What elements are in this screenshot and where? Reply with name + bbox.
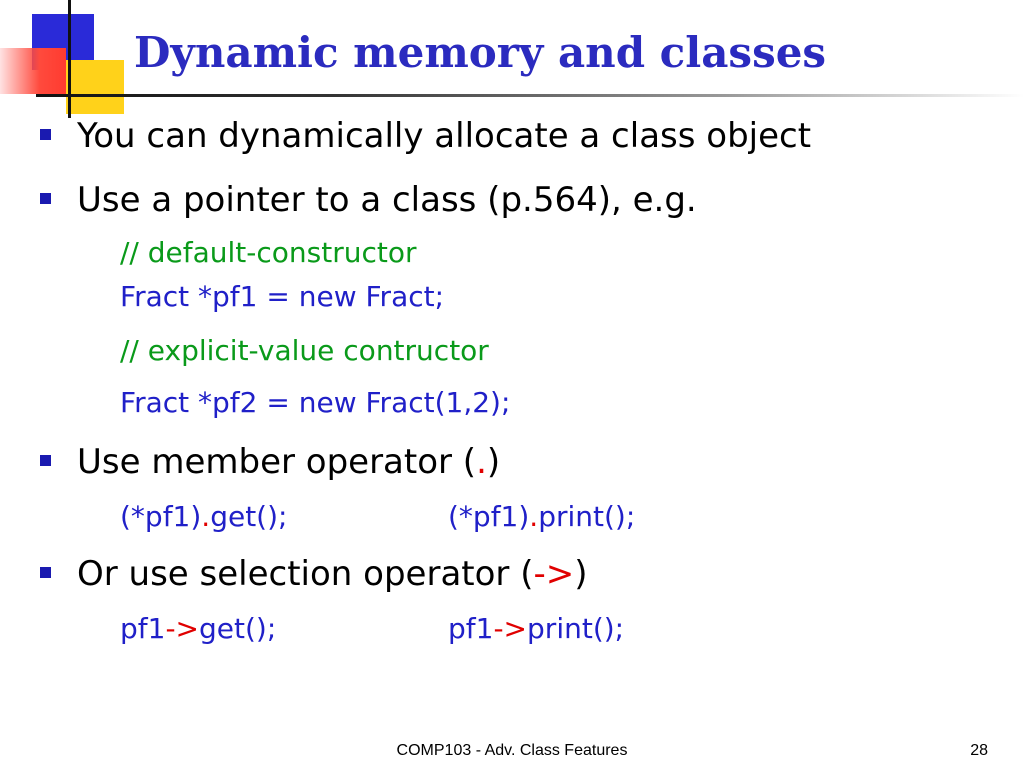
member-right-call: print();: [538, 500, 636, 533]
selection-right-operator: ->: [493, 612, 528, 645]
code-comment-explicit: // explicit-value contructor: [120, 334, 489, 367]
bullet-3: Use member operator (.): [40, 442, 500, 482]
logo-red-square: [0, 48, 66, 94]
selection-left-operator: ->: [165, 612, 200, 645]
code-comment-default: // default-constructor: [120, 236, 417, 269]
bullet-square-icon: [40, 193, 51, 204]
bullet-square-icon: [40, 567, 51, 578]
bullet-4-text-before: Or use selection operator (: [77, 554, 534, 594]
logo-vertical-line: [68, 0, 71, 118]
selection-right-object: pf1: [448, 612, 494, 645]
code-line-pf1: Fract *pf1 = new Fract;: [120, 280, 445, 313]
bullet-1-text: You can dynamically allocate a class obj…: [77, 116, 812, 156]
selection-left-object: pf1: [120, 612, 166, 645]
code-member-left: (*pf1).get();: [120, 500, 287, 533]
code-line-pf2: Fract *pf2 = new Fract(1,2);: [120, 386, 511, 419]
member-left-operator: .: [201, 500, 211, 533]
bullet-4-operator: ->: [533, 554, 575, 594]
footer-page-number: 28: [970, 742, 988, 759]
code-selection-right: pf1->print();: [448, 612, 624, 645]
bullet-square-icon: [40, 129, 51, 140]
bullet-2: Use a pointer to a class (p.564), e.g.: [40, 180, 697, 220]
bullet-3-text-before: Use member operator (: [77, 442, 477, 482]
code-member-right: (*pf1).print();: [448, 500, 635, 533]
bullet-3-operator: .: [476, 442, 487, 482]
selection-right-call: print();: [527, 612, 625, 645]
bullet-2-text: Use a pointer to a class (p.564), e.g.: [77, 180, 697, 220]
code-selection-left: pf1->get();: [120, 612, 276, 645]
slide-title: Dynamic memory and classes: [134, 28, 827, 77]
member-right-operator: .: [529, 500, 539, 533]
member-right-object: (*pf1): [448, 500, 530, 533]
title-rule: [36, 94, 1024, 97]
selection-left-call: get();: [199, 612, 277, 645]
bullet-1: You can dynamically allocate a class obj…: [40, 116, 811, 156]
bullet-3-text-after: ): [486, 442, 501, 482]
member-left-object: (*pf1): [120, 500, 202, 533]
bullet-square-icon: [40, 455, 51, 466]
footer-course: COMP103 - Adv. Class Features: [396, 742, 628, 759]
logo-yellow-square: [66, 60, 124, 114]
corner-logo: [0, 0, 130, 120]
bullet-4: Or use selection operator (->): [40, 554, 588, 594]
bullet-4-text-after: ): [574, 554, 588, 594]
member-left-call: get();: [210, 500, 288, 533]
